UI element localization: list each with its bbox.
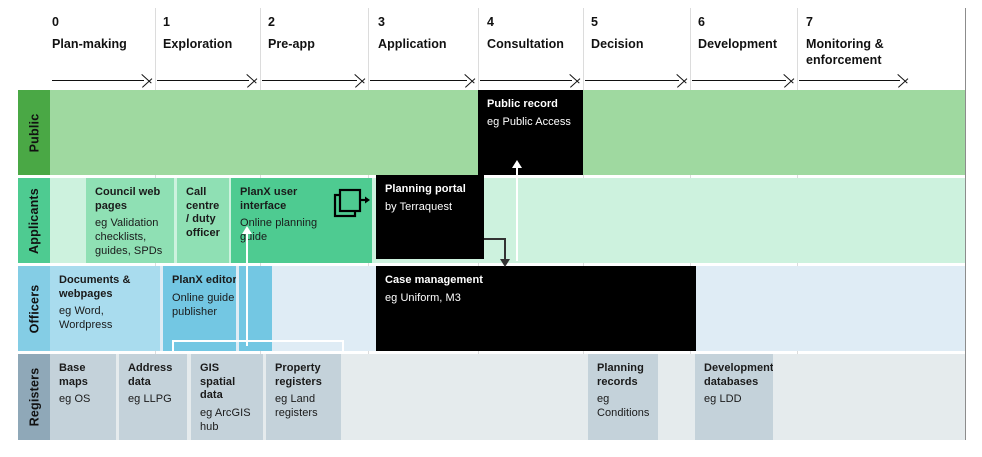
planx-uplink-arrowhead — [242, 226, 252, 234]
stage-name: Application — [378, 37, 447, 51]
card-title: Property registers — [275, 362, 322, 388]
card-title: Case management — [385, 274, 483, 286]
public-record-uplink-line — [516, 166, 518, 261]
card-planning-portal[interactable]: Planning portal by Terraquest — [376, 175, 484, 259]
stage-name: Pre-app — [268, 37, 315, 51]
card-base-maps[interactable]: Base maps eg OS — [50, 354, 116, 440]
stage-header-0: 0 Plan-making — [52, 14, 152, 52]
card-subtitle: Online guide publisher — [172, 291, 235, 318]
portal-to-case-arrowhead — [500, 259, 510, 267]
stage-arrow — [157, 72, 260, 90]
stage-arrow — [692, 72, 797, 90]
lane-label-text: Officers — [27, 284, 41, 333]
card-case-management[interactable]: Case management eg Uniform, M3 — [376, 266, 696, 351]
stage-header-2: 2 Pre-app — [268, 14, 368, 52]
card-planx-user-interface[interactable]: PlanX user interface Online planning gui… — [231, 178, 372, 263]
card-call-centre[interactable]: Call centre / duty officer — [177, 178, 229, 263]
planx-uplink-line — [246, 232, 248, 346]
card-subtitle: eg Conditions — [597, 393, 650, 419]
stage-arrow — [585, 72, 690, 90]
public-record-uplink-arrowhead — [512, 160, 522, 168]
card-title: PlanX editor — [172, 274, 236, 286]
stage-name: Exploration — [163, 37, 233, 51]
stage-arrow — [52, 72, 155, 90]
card-public-record[interactable]: Public record eg Public Access — [478, 90, 583, 175]
card-title: Planning portal — [385, 183, 466, 195]
portal-to-case-elbow-horizontal — [484, 238, 506, 240]
stage-number: 5 — [591, 15, 599, 29]
lane-label-registers: Registers — [18, 354, 50, 440]
card-title: Development databases — [704, 362, 773, 388]
lane-label-public: Public — [18, 90, 50, 175]
card-property-registers[interactable]: Property registers eg Land registers — [266, 354, 341, 440]
stage-name: Monitoring & enforcement — [806, 37, 884, 67]
card-planning-records[interactable]: Planning records eg Conditions — [588, 354, 658, 440]
card-development-databases[interactable]: Development databases eg LDD — [695, 354, 773, 440]
card-council-web-pages[interactable]: Council web pages eg Validation checklis… — [86, 178, 174, 263]
stage-name: Decision — [591, 37, 644, 51]
right-border-rule — [965, 8, 966, 440]
card-subtitle: eg Public Access — [487, 115, 571, 128]
portal-to-case-elbow-vertical — [504, 238, 506, 261]
card-subtitle: eg Word, Wordpress — [59, 305, 113, 331]
card-address-data[interactable]: Address data eg LLPG — [119, 354, 187, 440]
card-title: Public record — [487, 98, 558, 110]
card-planx-editor[interactable]: PlanX editor Online guide publisher — [163, 266, 236, 351]
card-subtitle: Online planning guide — [240, 217, 318, 243]
stage-arrow — [799, 72, 911, 90]
card-subtitle: eg LDD — [704, 393, 742, 405]
lane-label-officers: Officers — [18, 266, 50, 351]
card-subtitle: eg Uniform, M3 — [385, 291, 461, 304]
card-title: Council web pages — [95, 186, 161, 212]
card-title: Documents & webpages — [59, 274, 131, 300]
stage-name: Development — [698, 37, 778, 51]
card-title: GIS spatial data — [200, 362, 236, 401]
stage-arrow — [480, 72, 583, 90]
stage-name: Plan-making — [52, 37, 127, 51]
lane-label-text: Public — [27, 113, 41, 152]
card-title: Planning records — [597, 362, 644, 388]
document-stack-icon — [333, 188, 370, 218]
stage-header-7: 7 Monitoring & enforcement — [806, 14, 914, 68]
planx-editor-extension-band — [239, 266, 272, 351]
card-subtitle: by Terraquest — [385, 200, 453, 213]
stage-name: Consultation — [487, 37, 564, 51]
lane-label-applicants: Applicants — [18, 178, 50, 263]
stage-number: 1 — [163, 15, 171, 29]
card-title: PlanX user interface — [240, 186, 298, 212]
stage-arrow — [370, 72, 478, 90]
card-title: Address data — [128, 362, 173, 388]
stage-number: 4 — [487, 15, 495, 29]
stage-arrow — [262, 72, 368, 90]
stage-number: 7 — [806, 15, 814, 29]
lane-label-text: Applicants — [27, 187, 41, 254]
card-subtitle: eg ArcGIS hub — [200, 406, 251, 433]
registers-to-planx-bracket — [172, 340, 344, 352]
card-title: Base maps — [59, 362, 88, 388]
stage-header-1: 1 Exploration — [163, 14, 263, 52]
stage-number: 6 — [698, 15, 706, 29]
stage-number: 3 — [378, 15, 386, 29]
stage-number: 0 — [52, 15, 60, 29]
stage-header-6: 6 Development — [698, 14, 803, 52]
card-gis-spatial-data[interactable]: GIS spatial data eg ArcGIS hub — [191, 354, 263, 440]
lane-band-registers — [50, 354, 965, 440]
card-subtitle: eg Land registers — [275, 393, 318, 419]
stage-progression-arrows — [0, 72, 982, 90]
stage-number: 2 — [268, 15, 276, 29]
card-subtitle: eg Validation checklists, guides, SPDs — [95, 217, 163, 257]
lane-label-text: Registers — [27, 367, 41, 427]
card-subtitle: eg LLPG — [128, 393, 172, 405]
card-documents-webpages[interactable]: Documents & webpages eg Word, Wordpress — [50, 266, 160, 351]
stage-header-5: 5 Decision — [591, 14, 691, 52]
card-title: Call centre / duty officer — [186, 186, 220, 239]
stage-header-3: 3 Application — [378, 14, 480, 52]
stage-header-4: 4 Consultation — [487, 14, 589, 52]
card-subtitle: eg OS — [59, 393, 91, 405]
